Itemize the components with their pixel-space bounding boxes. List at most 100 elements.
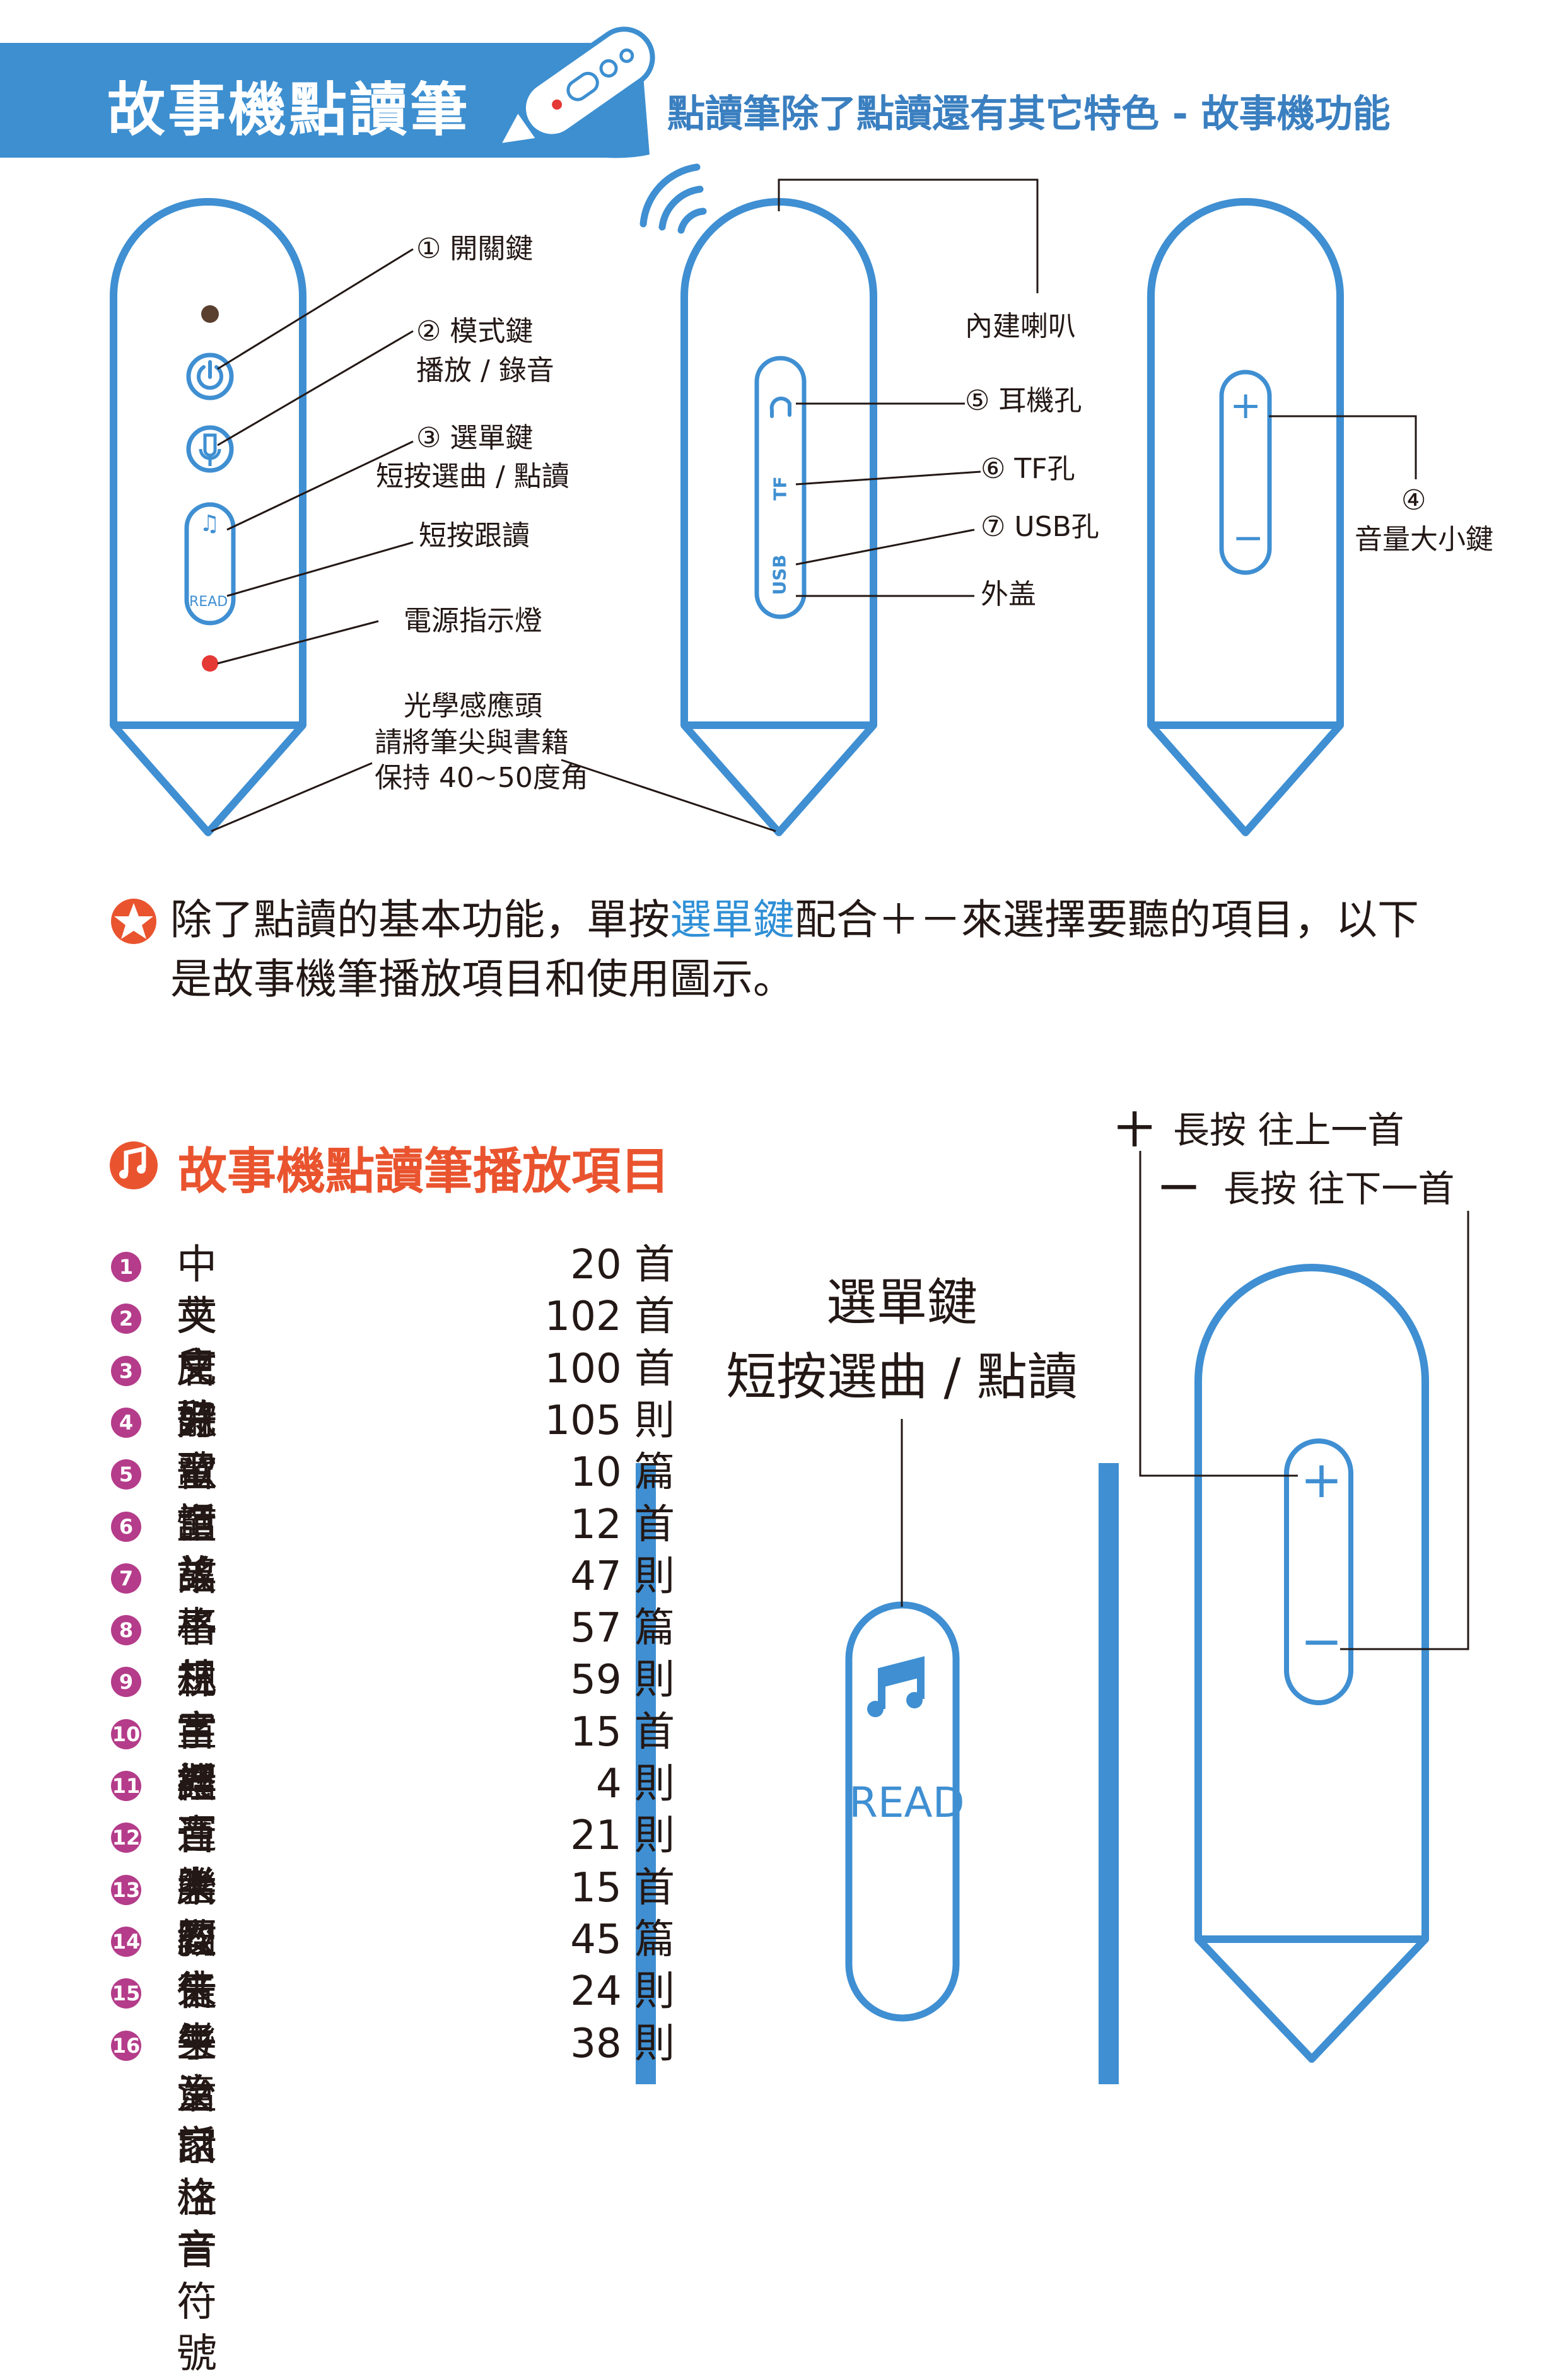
earphone-icon [769, 396, 791, 418]
pen-plus-mark: + [1230, 383, 1262, 428]
mic-icon [199, 433, 221, 466]
big-note-head-2 [906, 1692, 923, 1708]
usage-leaders [1139, 1151, 1469, 1650]
pen-back [1147, 198, 1344, 836]
label-earphone: ⑤ 耳機孔 [965, 385, 1082, 417]
pen-usage [1194, 1264, 1429, 2063]
item-count: 12 首 [570, 1501, 675, 1548]
label-power-light: 電源指示燈 [404, 605, 542, 637]
section-title: 故事機點讀筆播放項目 [178, 1143, 670, 1200]
label-sensor-3: 保持 40~50度角 [375, 762, 588, 794]
intro-line-2: 是故事機筆播放項目和使用圖示。 [170, 955, 795, 1003]
item-title: ㄅㄆㄇ注音符號 [177, 2020, 217, 2377]
item-title: 百孝經 [177, 1812, 217, 1963]
item-title: 好習慣 [177, 1397, 217, 1548]
item-title: 古典音樂 [177, 1708, 217, 1911]
item-count: 20 首 [570, 1242, 675, 1288]
label-tf: ⑥ TF孔 [981, 453, 1075, 485]
music-note-icon [110, 1141, 158, 1189]
leader-lines [211, 178, 1417, 832]
power-light-dot [202, 655, 218, 672]
item-count: 59 則 [570, 1657, 675, 1704]
item-title: 童話故事 [177, 1449, 217, 1652]
item-number-badge: 6 [111, 1511, 141, 1542]
item-number-badge: 14 [111, 1926, 141, 1957]
item-count: 102 首 [544, 1293, 675, 1341]
big-note-head-1 [867, 1701, 884, 1717]
intro-line-1: 除了點讀的基本功能，單按選單鍵配合＋－來選擇要聽的項目，以下 [170, 890, 1419, 950]
item-count: 4 則 [595, 1761, 675, 1807]
big-note-bar [882, 1661, 921, 1688]
usage-plus-mark: + [1300, 1450, 1343, 1509]
item-count: 100 首 [544, 1345, 675, 1392]
intro-text-b: 配合＋－來選擇要聽的項目，以下 [795, 895, 1419, 944]
minus-key-label: 長按 往下一首 [1223, 1167, 1455, 1210]
usage-minus-mark: − [1300, 1612, 1343, 1671]
label-usb: ⑦ USB孔 [981, 511, 1099, 543]
item-number-badge: 13 [111, 1874, 141, 1905]
header-band [0, 43, 650, 158]
usage-read-mark: READ [849, 1778, 965, 1827]
item-number-badge: 4 [111, 1407, 141, 1438]
item-title: 胎教音樂 [177, 1864, 217, 2067]
item-count: 10 篇 [570, 1449, 675, 1496]
power-button-icon [186, 353, 234, 400]
indicator-dot-top [201, 305, 219, 323]
pen-tf-mark: TF [769, 476, 791, 501]
item-count: 57 篇 [570, 1605, 675, 1652]
minus-key-mark: 一 [1160, 1167, 1198, 1210]
plus-key-mark: 十 [1116, 1109, 1153, 1152]
left-bar [636, 1463, 656, 2084]
header-pen-icon [493, 26, 655, 149]
power-symbol [197, 360, 223, 390]
label-sensor-1: 光學感應頭 [404, 690, 542, 722]
item-number-badge: 3 [111, 1355, 141, 1386]
item-number-badge: 11 [111, 1771, 141, 1801]
label-follow: 短按跟讀 [419, 520, 530, 552]
item-count: 21 則 [570, 1812, 675, 1860]
item-number-badge: 8 [111, 1615, 141, 1646]
item-number-badge: 2 [111, 1304, 141, 1334]
pen-side [680, 198, 877, 836]
right-bar [1099, 1463, 1119, 2084]
item-count: 45 篇 [570, 1916, 675, 1963]
label-menu-1: ③ 選單鍵 [416, 422, 534, 454]
intro-highlight: 選單鍵 [670, 895, 795, 944]
plus-key-label: 長按 往上一首 [1173, 1109, 1404, 1152]
item-title: 三字經 [177, 1657, 217, 1807]
label-mode-2: 播放 / 錄音 [416, 354, 554, 387]
item-title: 格林童話 [177, 1605, 217, 1807]
star-icon [111, 899, 156, 944]
page-title: 故事機點讀筆 [107, 76, 471, 144]
item-count: 15 首 [570, 1708, 675, 1756]
usage-volume-panel [1284, 1438, 1353, 1705]
item-number-badge: 7 [111, 1563, 141, 1594]
mode-button-icon [186, 425, 234, 473]
item-number-badge: 9 [111, 1667, 141, 1698]
usage-menu-line-1: 選單鍵 [826, 1273, 978, 1332]
menu-button-icon [184, 502, 236, 626]
intro-text-a: 除了點讀的基本功能，單按 [170, 895, 670, 944]
item-count: 24 則 [570, 1968, 675, 2015]
item-count: 105 則 [544, 1397, 675, 1444]
pen-minus-mark: − [1232, 516, 1264, 560]
item-number-badge: 16 [111, 2030, 141, 2061]
item-count: 38 則 [570, 2020, 675, 2067]
graphics-layer [0, 26, 1469, 2084]
item-number-badge: 5 [111, 1459, 141, 1490]
label-speaker: 內建喇叭 [965, 310, 1076, 342]
item-title: 英文兒歌 [177, 1293, 217, 1496]
volume-panel [1219, 370, 1272, 575]
pen-usb-mark: USB [769, 554, 790, 595]
item-number-badge: 12 [111, 1823, 141, 1853]
item-number-badge: 15 [111, 1978, 141, 2009]
item-count: 47 則 [570, 1553, 675, 1600]
pen-front [110, 198, 306, 836]
page-subtitle: 點讀筆除了點讀還有其它特色 - 故事機功能 [667, 92, 1391, 136]
item-title: 中文兒歌 [177, 1242, 217, 1444]
item-count: 15 首 [570, 1864, 675, 1911]
pen-read-mark: READ [189, 594, 228, 610]
item-title: 童謠 [177, 1501, 217, 1600]
pen-menu-note-icon: ♫ [199, 511, 220, 537]
usage-menu-line-2: 短按選曲 / 點讀 [726, 1348, 1078, 1406]
